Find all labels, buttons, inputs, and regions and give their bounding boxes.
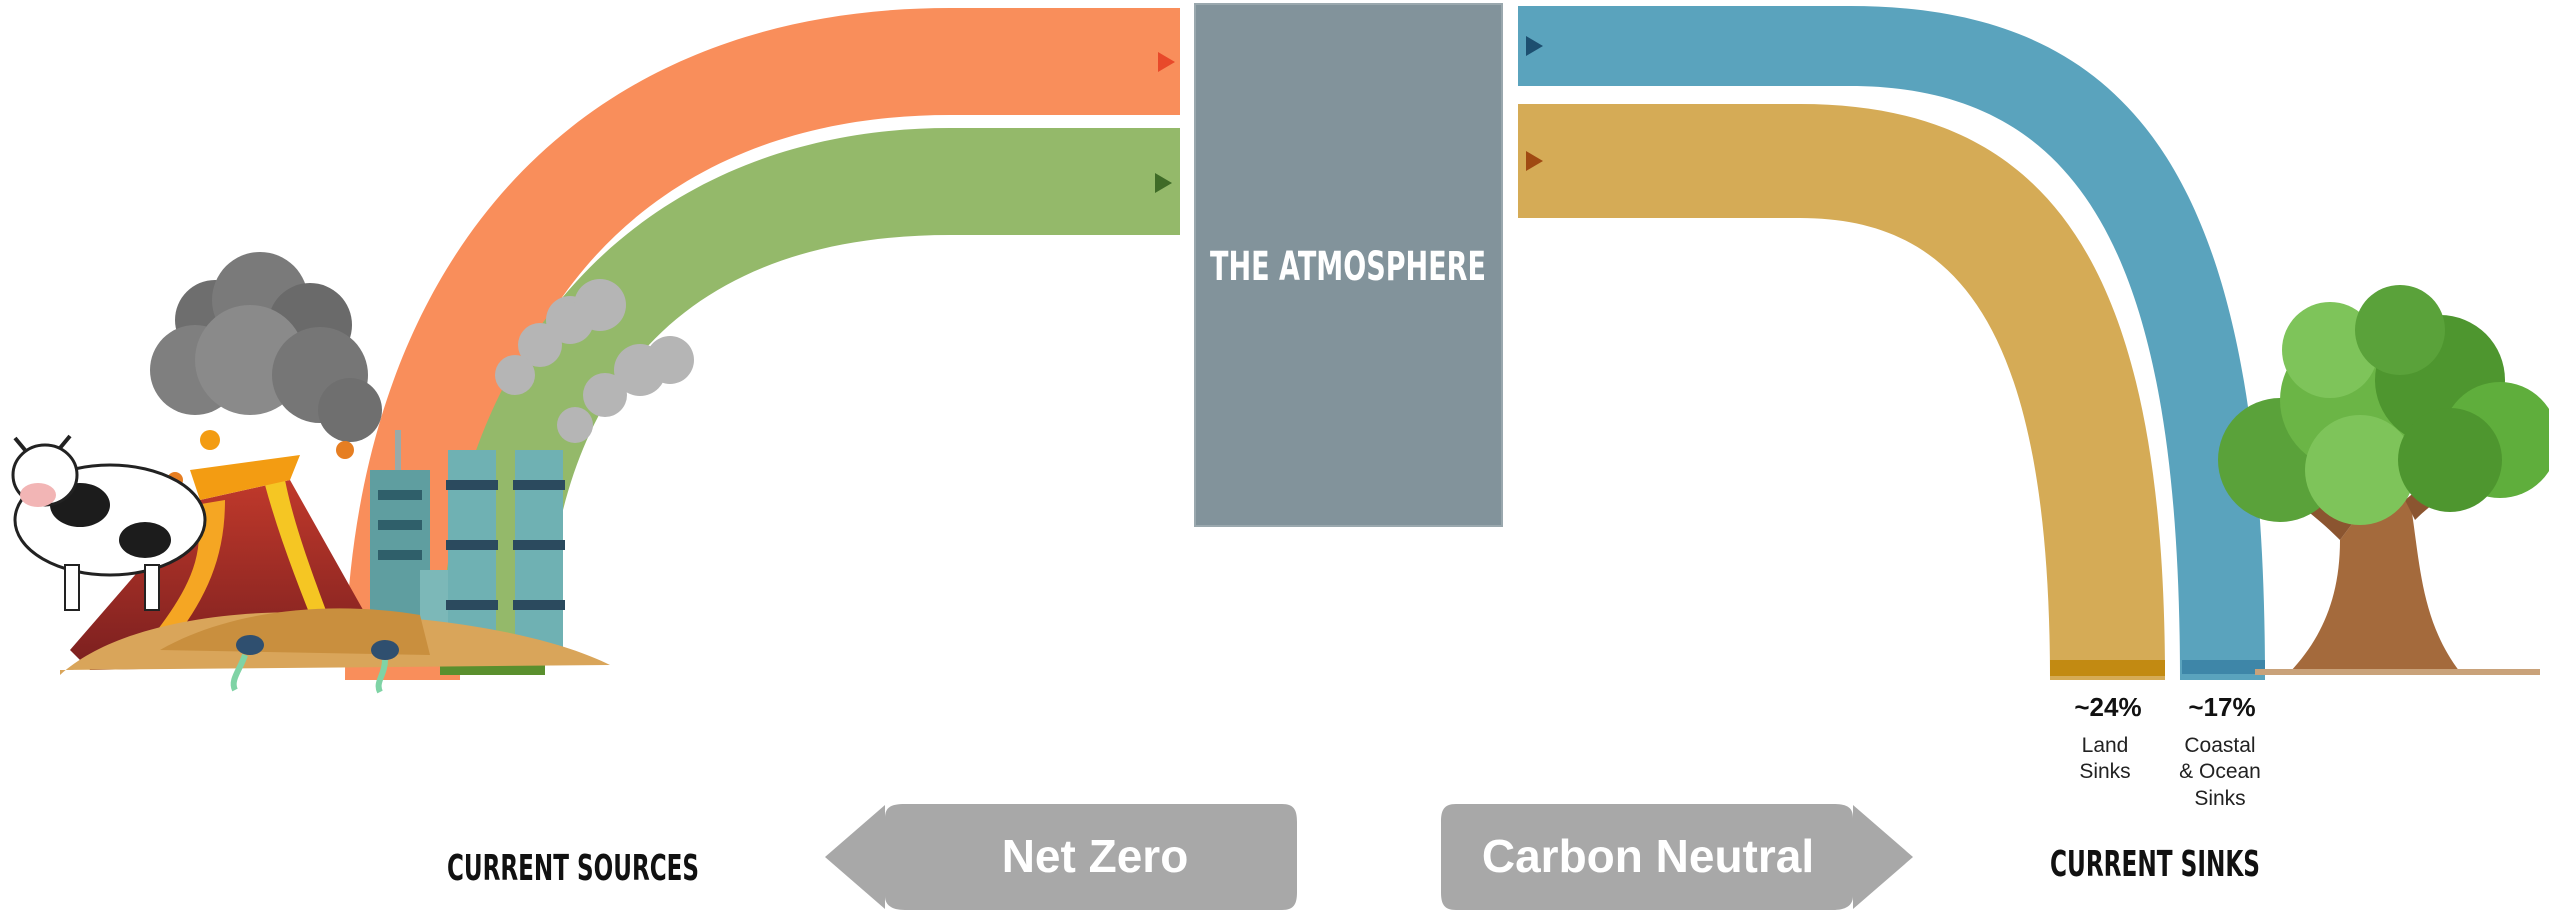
orange-flow-band	[345, 8, 1180, 680]
ocean-sink-label-line1: Coastal	[2184, 734, 2255, 757]
land-sink-label-line2: Sinks	[2079, 760, 2130, 783]
gold-arrow-marker	[1526, 151, 1543, 171]
green-arrow-marker	[1155, 173, 1172, 193]
ocean-sink-percent: ~17%	[2188, 692, 2255, 722]
green-flow-band	[440, 128, 1180, 670]
atmosphere-label: THE ATMOSPHERE	[1210, 244, 1486, 290]
tree-icon	[2218, 285, 2549, 675]
green-base	[440, 665, 545, 675]
smoke-cloud-icon	[150, 252, 382, 442]
land-sink-percent: ~24%	[2074, 692, 2141, 722]
factory-icon	[370, 430, 565, 660]
blue-base	[2182, 660, 2265, 674]
carbon-neutral-arrow: Carbon Neutral	[1441, 804, 1913, 910]
current-sources-heading: CURRENT SOURCES	[447, 848, 699, 889]
carbon-neutral-label: Carbon Neutral	[1482, 830, 1814, 882]
atmosphere-box	[1194, 3, 1503, 527]
factory-smoke-icon	[495, 279, 694, 443]
current-sinks-heading: CURRENT SINKS	[2050, 844, 2260, 885]
blue-flow-band	[1518, 6, 2265, 680]
ocean-sink-label-line2: & Ocean	[2179, 760, 2261, 783]
gold-flow-band	[1518, 104, 2165, 680]
net-zero-arrow: Net Zero	[825, 804, 1297, 910]
ocean-sink-label-line3: Sinks	[2194, 787, 2245, 810]
land-sink-label-line1: Land	[2082, 734, 2129, 757]
orange-arrow-marker	[1158, 52, 1175, 72]
net-zero-label: Net Zero	[1002, 830, 1189, 882]
blue-arrow-marker	[1526, 36, 1543, 56]
cow-icon	[11, 434, 207, 611]
mud-ground-icon	[60, 608, 610, 694]
gold-base	[2050, 660, 2165, 676]
